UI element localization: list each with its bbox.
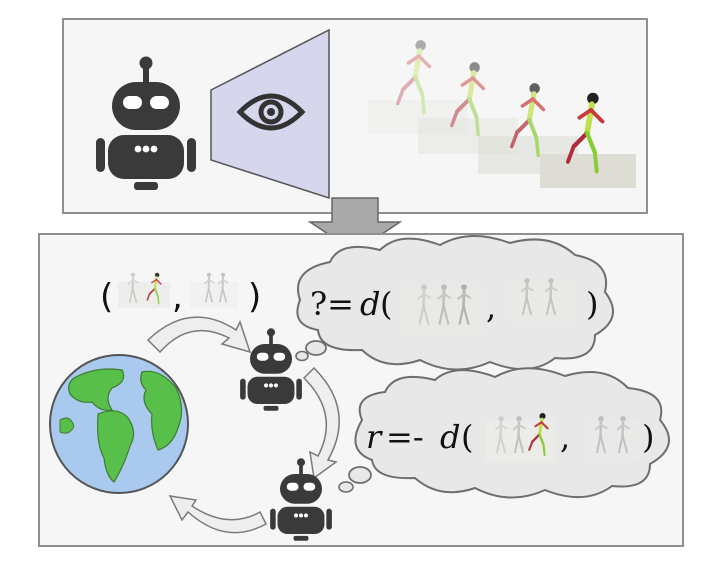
reward-frame-a [486,412,556,462]
pair-close: ) [248,277,261,317]
pair-to-robot-arrow [146,316,252,354]
demo-frames [368,40,636,188]
reward-comma: , [560,418,570,456]
reward-prefix: =- [386,418,424,456]
eye-icon [236,93,306,131]
pair-open: ( [100,277,113,317]
query-open: ( [380,285,392,323]
query-frame-b [510,276,576,322]
query-frame-a [404,282,482,334]
pair-frame-b [190,272,238,308]
reward-frame-b [584,414,640,460]
query-comma: , [486,288,496,326]
reward-func: d [440,418,460,456]
frame-pair: ( , ) [100,272,261,317]
query-prefix: ?= [310,285,354,323]
query-close: ) [586,285,598,323]
reward-close: ) [642,418,654,456]
world-globe-icon [49,354,189,494]
reward-var: r [366,418,383,456]
query-func: d [360,285,380,323]
pair-frame-a [118,272,170,308]
robot-to-world-arrow [168,495,267,534]
reward-open: ( [461,418,473,456]
pair-comma: , [172,277,183,317]
demo-frame-4 [540,93,636,188]
